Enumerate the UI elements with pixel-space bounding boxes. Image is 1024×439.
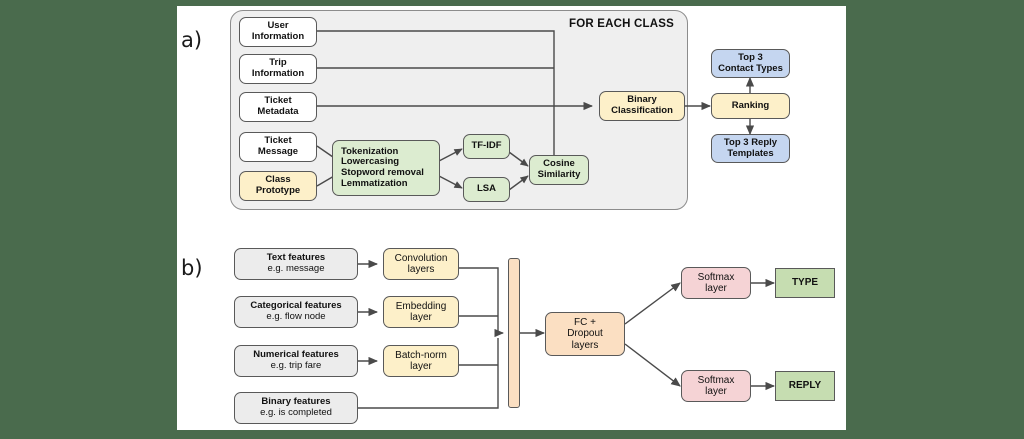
node-embedding-layer: Embedding layer	[383, 296, 459, 328]
node-categorical-features: Categorical features e.g. flow node	[234, 296, 358, 328]
node-binary-classification: Binary Classification	[599, 91, 685, 121]
for-each-class-title: FOR EACH CLASS	[569, 18, 675, 30]
node-binary-features: Binary features e.g. is completed	[234, 392, 358, 424]
node-top3-reply-templates: Top 3 Reply Templates	[711, 134, 790, 163]
node-preprocessing: Tokenization Lowercasing Stopword remova…	[332, 140, 440, 196]
node-user-information: User Information	[239, 17, 317, 47]
node-output-reply: REPLY	[775, 371, 835, 401]
node-convolution-layers: Convolution layers	[383, 248, 459, 280]
figure-sheet: a) FOR EACH CLASS	[177, 6, 846, 430]
node-ranking: Ranking	[711, 93, 790, 119]
node-fc-dropout-layers: FC + Dropout layers	[545, 312, 625, 356]
node-class-prototype: Class Prototype	[239, 171, 317, 201]
node-numerical-features: Numerical features e.g. trip fare	[234, 345, 358, 377]
node-lsa: LSA	[463, 177, 510, 202]
node-top3-contact-types: Top 3 Contact Types	[711, 49, 790, 78]
node-softmax-layer-top: Softmax layer	[681, 267, 751, 299]
node-ticket-metadata: Ticket Metadata	[239, 92, 317, 122]
node-softmax-layer-bottom: Softmax layer	[681, 370, 751, 402]
node-ticket-message: Ticket Message	[239, 132, 317, 162]
node-text-features: Text features e.g. message	[234, 248, 358, 280]
panel-a-label: a)	[181, 28, 203, 52]
node-concatenation-bar	[508, 258, 520, 408]
node-batchnorm-layer: Batch-norm layer	[383, 345, 459, 377]
panel-b-label: b)	[181, 256, 203, 280]
node-trip-information: Trip Information	[239, 54, 317, 84]
node-tfidf: TF-IDF	[463, 134, 510, 159]
node-output-type: TYPE	[775, 268, 835, 298]
node-cosine-similarity: Cosine Similarity	[529, 155, 589, 185]
